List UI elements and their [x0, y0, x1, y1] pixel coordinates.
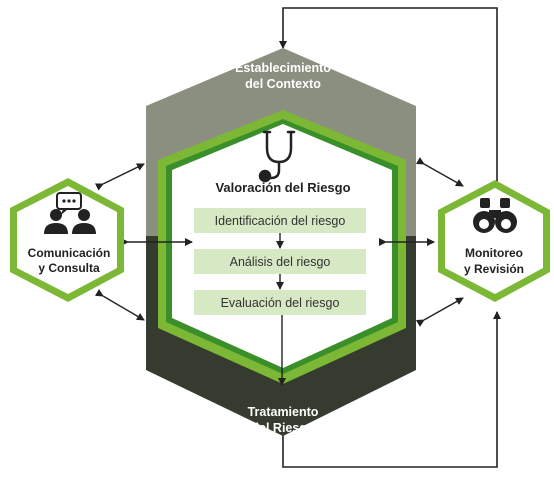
step-box-analysis	[194, 249, 366, 274]
people-chat-icon	[44, 192, 96, 234]
step-identification: Identificación del riesgo	[215, 214, 346, 228]
treatment-label-line1: Tratamiento	[248, 405, 319, 419]
process-steps: Identificación del riesgo Análisis del r…	[194, 208, 366, 315]
treatment-label-line2: del Riesgo	[251, 421, 315, 435]
feedback-line-bottom	[282, 311, 501, 468]
step-evaluation: Evaluación del riesgo	[221, 296, 340, 310]
communication-label-line2: y Consulta	[38, 261, 100, 275]
monitoring-node: Monitoreo y Revisión	[438, 180, 550, 302]
inner-hexagon-title: Valoración del Riesgo	[215, 180, 350, 195]
connector-right-bottom	[415, 297, 464, 327]
connector-left-bottom	[94, 289, 145, 321]
communication-label-line1: Comunicación	[28, 246, 111, 260]
binoculars-icon	[473, 198, 517, 233]
step-analysis: Análisis del riesgo	[230, 255, 331, 269]
connector-right-top	[415, 157, 464, 187]
context-label-line1: Establecimiento	[235, 61, 331, 75]
step-box-evaluation	[194, 290, 366, 315]
connector-left-top	[94, 163, 145, 191]
stethoscope-icon	[258, 130, 296, 183]
monitoring-label-line1: Monitoreo	[465, 246, 523, 260]
feedback-line-top	[279, 7, 498, 182]
step-box-identification	[194, 208, 366, 233]
context-label-line2: del Contexto	[245, 77, 321, 91]
feedback-loop	[279, 7, 501, 468]
step-arrows	[276, 233, 286, 386]
communication-node: Comunicación y Consulta	[10, 178, 124, 302]
monitoring-label-line2: y Revisión	[464, 262, 524, 276]
connector-arrows	[94, 157, 464, 327]
